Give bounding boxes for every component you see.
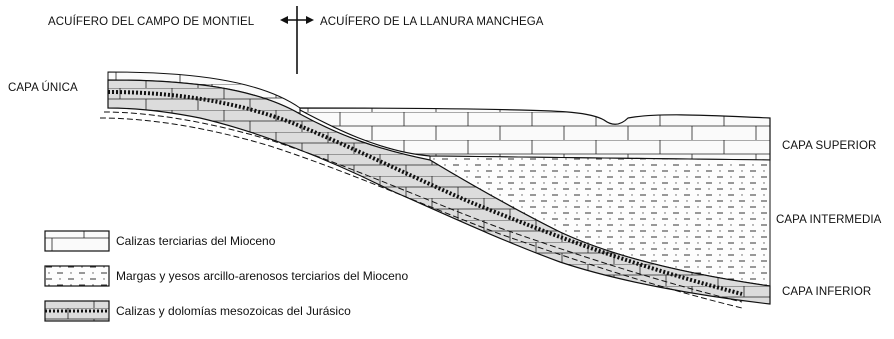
lower-layer bbox=[107, 79, 771, 305]
legend-item-marl: Margas y yesos arcillo-arenosos terciari… bbox=[116, 269, 409, 283]
capa-inferior-label: CAPA INFERIOR bbox=[782, 286, 872, 298]
gravel-seam bbox=[107, 90, 743, 296]
capa-intermedia-label: CAPA INTERMEDIA bbox=[776, 214, 882, 226]
capa-unica-label: CAPA ÚNICA bbox=[8, 82, 78, 94]
right-aquifer-label: ACUÍFERO DE LA LLANURA MANCHEGA bbox=[320, 16, 544, 28]
capa-superior-label: CAPA SUPERIOR bbox=[782, 140, 877, 152]
legend-swatch-limestone bbox=[44, 230, 110, 252]
left-aquifer-label: ACUÍFERO DEL CAMPO DE MONTIEL bbox=[48, 16, 255, 28]
base-line-2 bbox=[99, 117, 743, 309]
legend-item-limestone: Calizas terciarias del Mioceno bbox=[116, 234, 276, 248]
aquifer-divider bbox=[280, 6, 314, 74]
legend-item-jurassic: Calizas y dolomías mesozoicas del Jurási… bbox=[116, 304, 351, 318]
legend-swatch-marl bbox=[44, 265, 110, 287]
base-line-1 bbox=[103, 111, 743, 303]
